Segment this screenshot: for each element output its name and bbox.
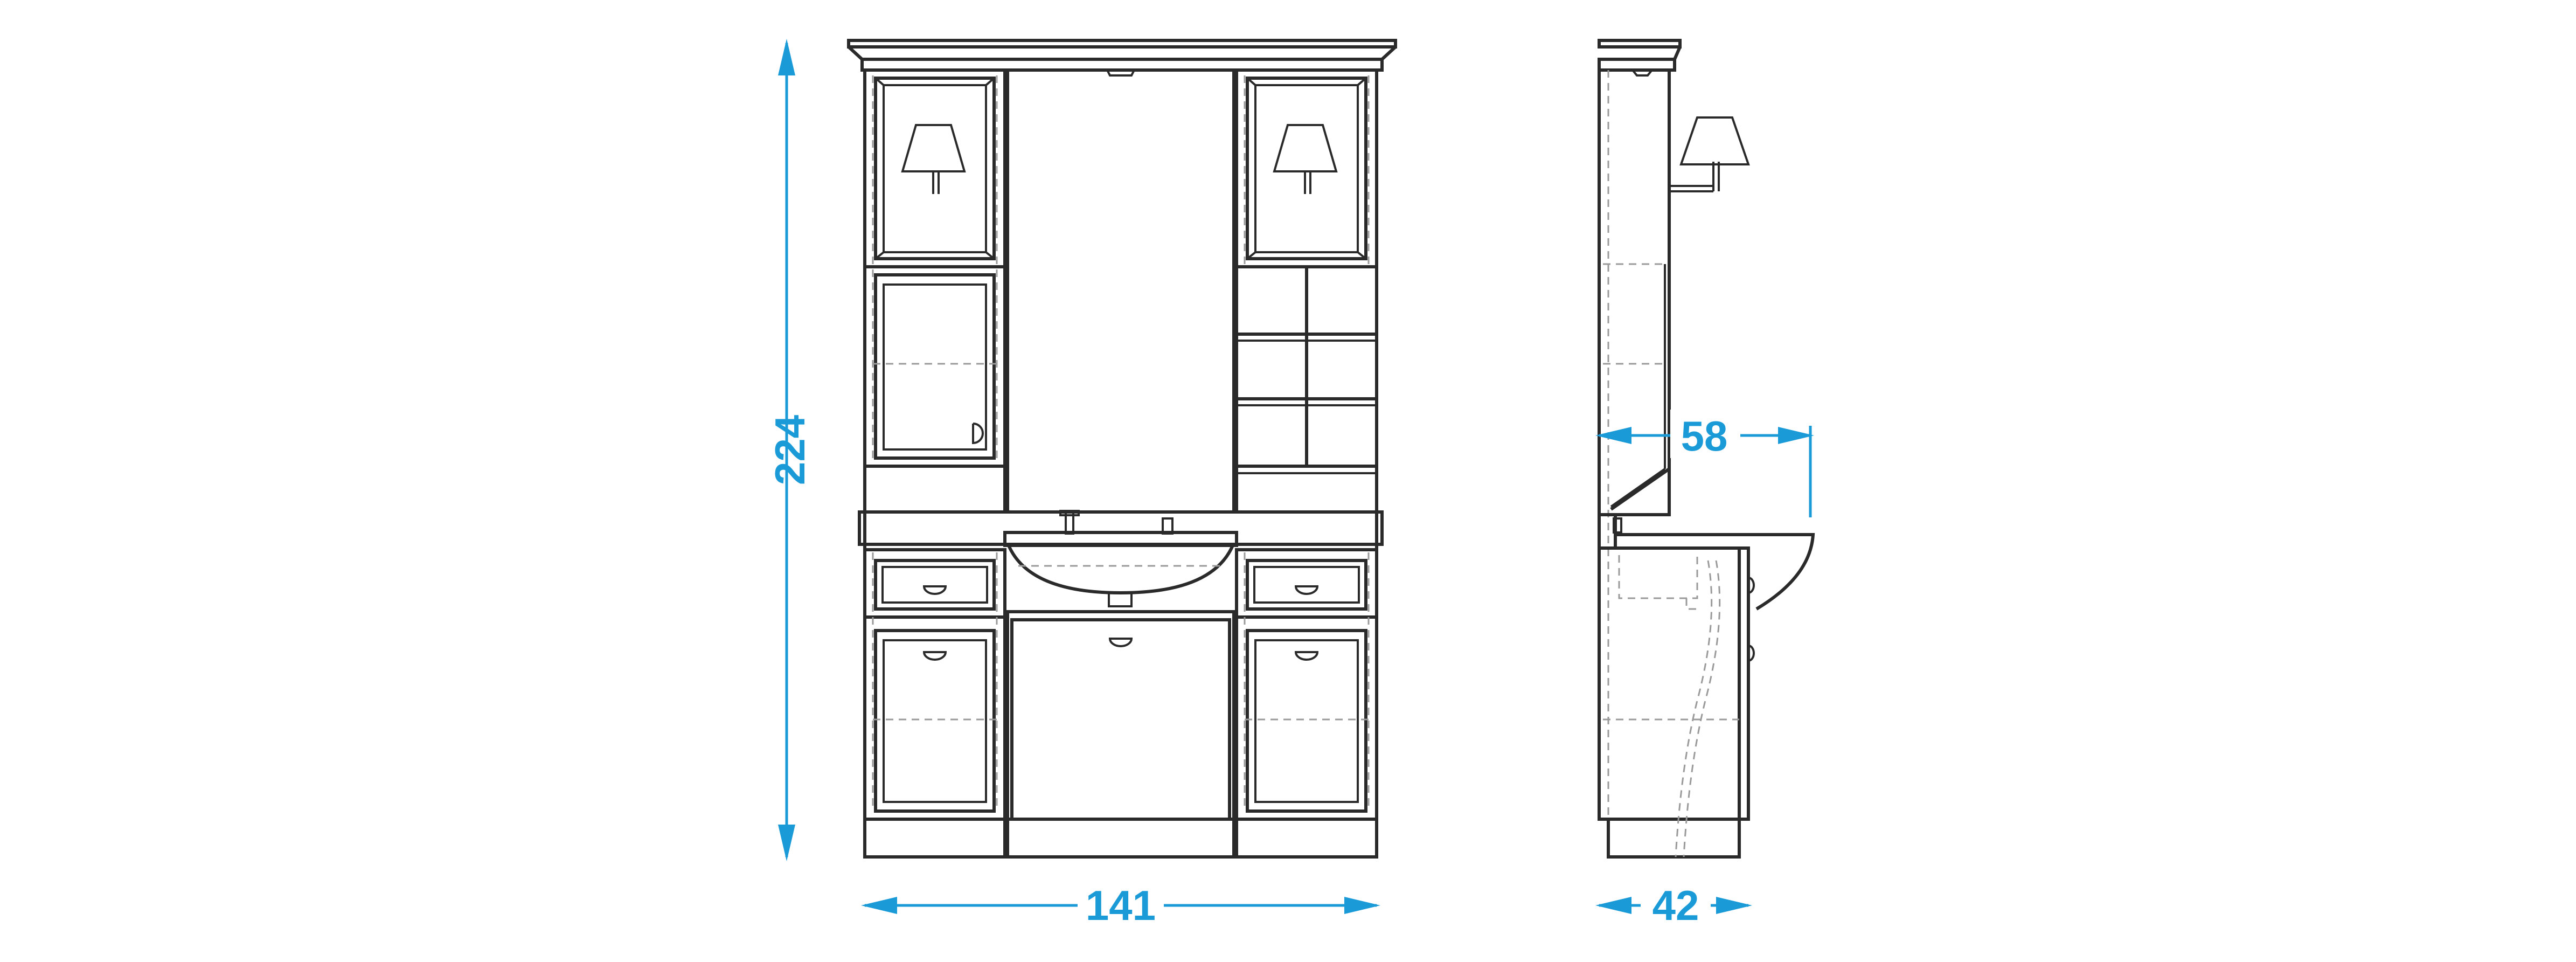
counter-top: [858, 510, 1384, 546]
right-base-cabinet: [1235, 548, 1378, 859]
right-open-shelves: [1235, 265, 1378, 514]
overflow-icon: [1162, 517, 1174, 535]
washbasin: [1003, 510, 1238, 607]
cornice: [847, 39, 1397, 72]
left-base-cabinet: [863, 548, 1006, 859]
drawer-handle-icon: [1294, 585, 1319, 595]
width-dimension-label: 141: [1086, 882, 1156, 929]
side-base-depth-label: 42: [1652, 882, 1699, 929]
height-dimension-label: 224: [766, 415, 814, 485]
door-knob-icon: [972, 423, 984, 445]
drawer-handle-icon: [922, 585, 947, 595]
dimension-side-base: 42: [1595, 878, 1752, 932]
door-handle-icon: [1108, 638, 1133, 647]
side-top-depth-label: 58: [1681, 412, 1728, 460]
handle-icon: [1748, 577, 1755, 594]
door-handle-icon: [1294, 651, 1319, 661]
central-base-cabinet: [1006, 610, 1235, 859]
mirror-light-icon: [1106, 70, 1135, 77]
dimension-height: 224: [766, 39, 814, 861]
side-counter: [1598, 513, 1815, 611]
front-view: [847, 39, 1397, 859]
dimension-side-top: 58: [1595, 410, 1814, 517]
side-lamp-icon: [1669, 116, 1750, 192]
left-middle-cabinet: [863, 265, 1006, 514]
side-view: [1598, 39, 1815, 859]
carcass-outline: [863, 68, 1378, 859]
right-upper-cabinet: [1235, 68, 1378, 268]
wall-lamp-icon: [901, 124, 966, 194]
door-handle-icon: [922, 651, 947, 661]
central-mirror: [1006, 68, 1235, 514]
wall-lamp-icon: [1273, 124, 1338, 194]
handle-icon: [1748, 645, 1755, 662]
dimension-width: 141: [861, 878, 1380, 932]
side-column: [1598, 68, 1671, 516]
side-base-cabinet: [1598, 546, 1755, 859]
drain-icon: [1108, 593, 1133, 607]
left-upper-cabinet: [863, 68, 1006, 268]
